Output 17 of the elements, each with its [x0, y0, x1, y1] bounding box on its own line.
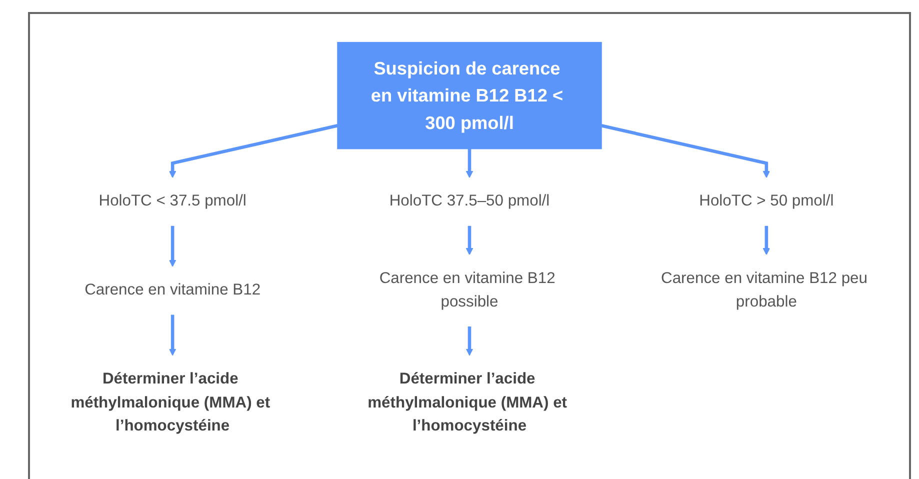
node-text: HoloTC > 50 pmol/l [699, 192, 834, 210]
arrow [601, 124, 770, 178]
arrow [762, 226, 770, 256]
arrow [466, 326, 474, 356]
node-text: Carence en vitamine B12 peu probable [661, 270, 868, 310]
arrow [168, 226, 176, 267]
arrow [168, 314, 176, 356]
node-text: HoloTC < 37.5 pmol/l [98, 192, 246, 210]
arrow [168, 124, 338, 178]
node-text: Déterminer l’acide méthylmalonique (MMA) et l’homocystéine [70, 370, 270, 435]
node-box: Suspicion de carence en vitamine B12 B12 < 300 pmol/l [337, 42, 602, 150]
node-text: Déterminer l’acide méthylmalonique (MMA) et l’homocystéine [368, 370, 568, 435]
node-text: Carence en vitamine B12 possible [379, 270, 556, 310]
arrow [466, 226, 474, 256]
node-text: Carence en vitamine B12 [84, 281, 261, 299]
node-text: HoloTC 37.5–50 pmol/l [389, 192, 550, 210]
arrow [466, 148, 474, 178]
